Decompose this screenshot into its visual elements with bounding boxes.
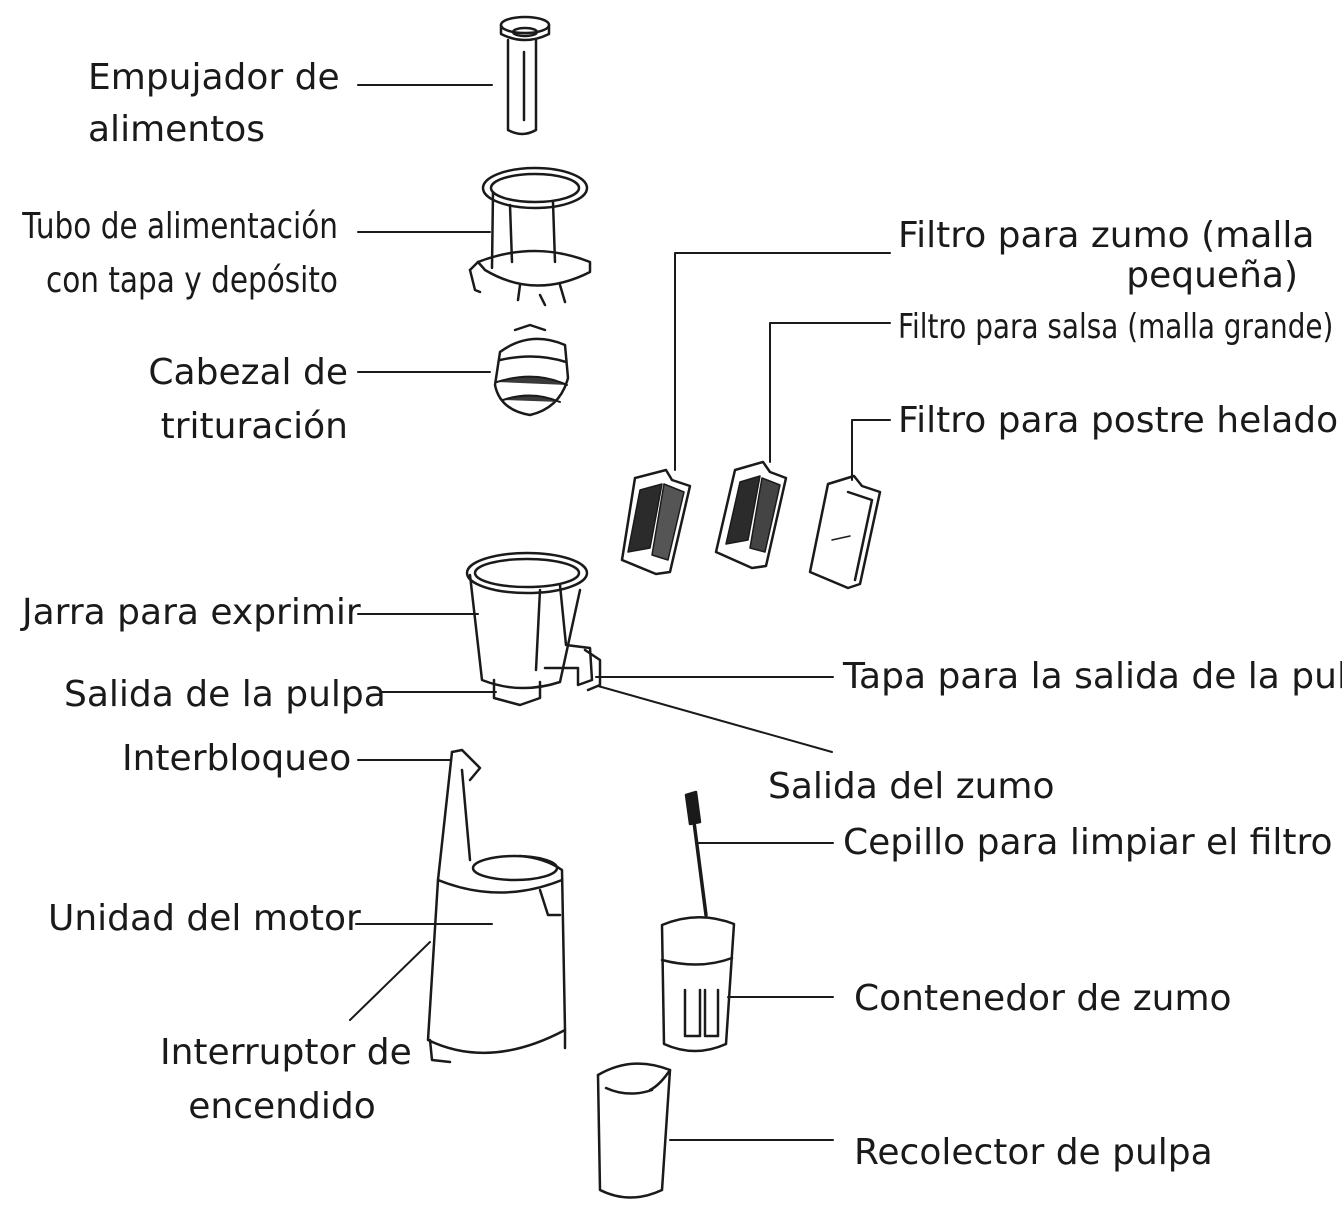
sauce-filter-drawing [714, 460, 788, 570]
feed-tube-label: Tubo de alimentación con tapa y depósito [0, 200, 338, 308]
motor-unit-drawing [426, 748, 567, 1064]
juice-filter-label: Filtro para zumo (malla pequeña) [898, 215, 1315, 296]
filter-brush-label: Cepillo para limpiar el filtro [843, 822, 1333, 863]
cleaning-brush-drawing [684, 790, 708, 917]
juicing-jug-label: Jarra para exprimir [22, 592, 361, 633]
crushing-head-label-line2: trituración [160, 406, 348, 447]
frozen-dessert-filter-label: Filtro para postre helado [898, 400, 1339, 441]
interlock-label: Interbloqueo [122, 738, 352, 779]
pulp-outlet-cap-label: Tapa para la salida de la pulpa [843, 656, 1342, 697]
feed-tube-label-line2: con tapa y depósito [45, 260, 339, 301]
pulp-outlet-label: Salida de la pulpa [64, 674, 386, 715]
crushing-head-label: Cabezal de trituración [148, 346, 348, 454]
food-pusher-label-line2: alimentos [88, 109, 265, 150]
feed-tube-drawing [468, 166, 592, 307]
food-pusher-label-line1: Empujador de [88, 57, 340, 98]
food-pusher-label: Empujador de alimentos [88, 52, 340, 156]
sauce-filter-label: Filtro para salsa (malla grande) [898, 307, 1334, 347]
juice-filter-label-line1: Filtro para zumo (malla [898, 215, 1315, 256]
power-switch-label-line2: encendido [188, 1086, 376, 1127]
motor-unit-label: Unidad del motor [48, 898, 361, 939]
juicing-jug-drawing [465, 551, 602, 707]
feed-tube-label-line1: Tubo de alimentación [22, 206, 338, 247]
crushing-head-label-line1: Cabezal de [148, 352, 348, 393]
power-switch-label-line1: Interruptor de [160, 1032, 412, 1073]
juice-filter-label-line2: pequeña) [1126, 255, 1298, 296]
juice-container-drawing [660, 916, 736, 1053]
power-switch-label: Interruptor de encendido [160, 1026, 412, 1134]
pulp-collector-drawing [596, 1062, 672, 1199]
juice-container-label: Contenedor de zumo [854, 978, 1232, 1019]
leader-lines [349, 84, 891, 1141]
juice-outlet-label: Salida del zumo [768, 766, 1055, 807]
food-pusher-drawing [499, 15, 551, 136]
crushing-head-drawing [493, 323, 570, 417]
juice-filter-drawing [620, 468, 692, 576]
pulp-collector-label: Recolector de pulpa [854, 1132, 1213, 1173]
frozen-dessert-filter-drawing [808, 474, 882, 590]
